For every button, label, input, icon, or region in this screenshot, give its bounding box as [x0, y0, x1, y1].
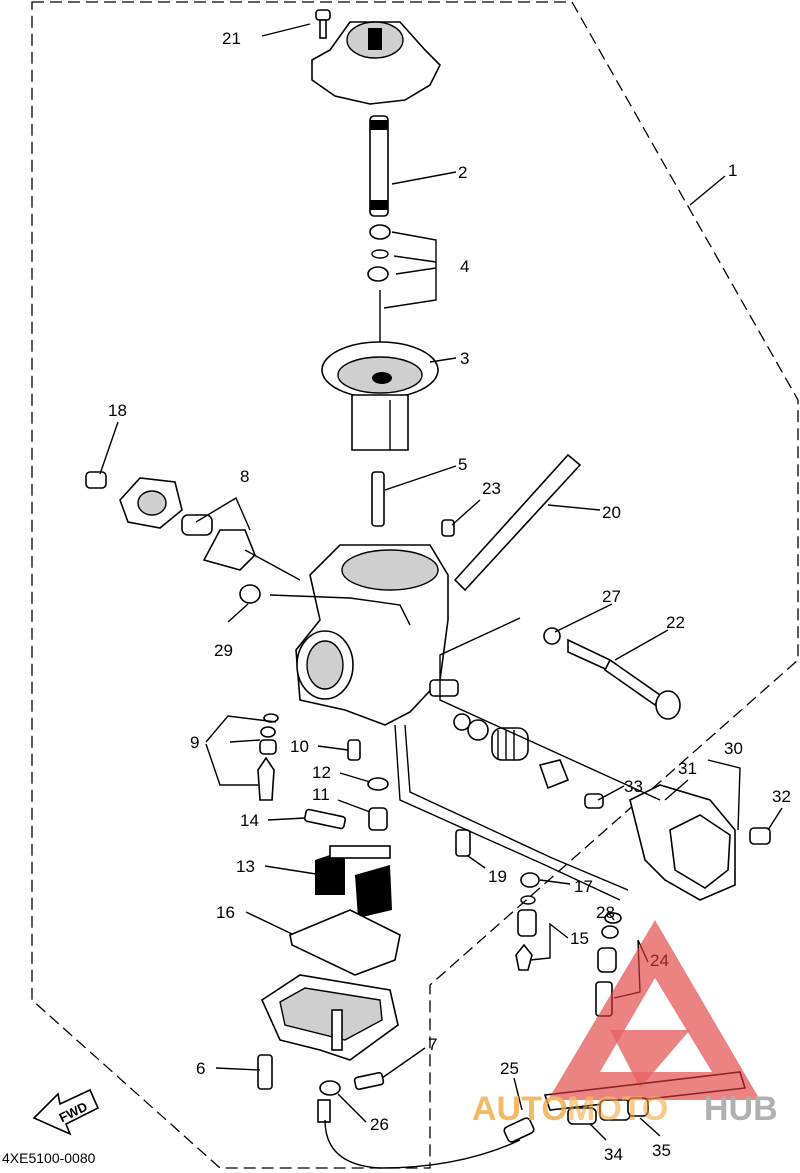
diaphragm-piston [321, 341, 439, 451]
screw-7 [353, 1071, 385, 1091]
watermark-triangle [548, 920, 760, 1100]
watermark-text-moto: MOTO [567, 1090, 668, 1128]
jet-11 [368, 807, 388, 831]
callout-27: 27 [602, 587, 621, 606]
jet-10 [347, 739, 361, 761]
callout-28: 28 [596, 903, 615, 922]
callout-32: 32 [772, 787, 791, 806]
jet-15 [515, 872, 540, 971]
valve-8 [181, 514, 301, 581]
cover-30 [629, 784, 771, 901]
hose-26 [317, 1080, 535, 1169]
callout-9: 9 [190, 733, 199, 752]
callout-23: 23 [482, 479, 501, 498]
washer-12 [367, 777, 389, 791]
callout-18: 18 [108, 401, 127, 420]
top-cover [311, 9, 441, 105]
callout-17: 17 [574, 877, 593, 896]
side-cover-18 [85, 471, 183, 529]
callout-20: 20 [602, 503, 621, 522]
callout-26: 26 [370, 1115, 389, 1134]
carburetor-body [269, 544, 459, 726]
callout-6: 6 [196, 1059, 205, 1078]
jet-holder-5 [371, 471, 385, 527]
nut-29 [239, 584, 261, 604]
needle-jet-9 [257, 713, 279, 801]
part-code: 4XE5100-0080 [2, 1150, 96, 1166]
callout-4: 4 [460, 257, 469, 276]
callout-15: 15 [570, 929, 589, 948]
screw-22 [567, 638, 681, 720]
callout-31: 31 [678, 759, 697, 778]
screw-19 [455, 829, 471, 857]
callout-30: 30 [724, 739, 743, 758]
callout-21: 21 [222, 29, 241, 48]
stem-part-2 [369, 115, 389, 217]
accelerator-spring [453, 713, 604, 809]
callout-35: 35 [652, 1141, 671, 1160]
callout-29: 29 [214, 641, 233, 660]
callout-2: 2 [458, 163, 467, 182]
callout-7: 7 [428, 1035, 437, 1054]
needle-parts-4 [367, 224, 391, 350]
callout-5: 5 [458, 455, 467, 474]
screw-6 [257, 1054, 273, 1090]
callout-labels: 1 2 3 4 5 6 7 8 9 10 11 12 13 14 15 16 1… [108, 29, 791, 1164]
callout-33: 33 [624, 777, 643, 796]
callout-16: 16 [216, 903, 235, 922]
gasket-16 [289, 909, 401, 976]
watermark-text-hub: HUB [704, 1090, 778, 1128]
hose-20 [453, 453, 582, 592]
callout-10: 10 [290, 737, 309, 756]
callout-13: 13 [236, 857, 255, 876]
screw-14 [303, 808, 347, 830]
float-bowl [260, 974, 399, 1061]
watermark-text-auto: AUTO [472, 1090, 568, 1128]
float-13 [315, 845, 392, 918]
callout-8: 8 [240, 467, 249, 486]
callout-19: 19 [488, 867, 507, 886]
callout-34: 34 [604, 1145, 623, 1164]
callout-22: 22 [666, 613, 685, 632]
callout-14: 14 [240, 811, 259, 830]
callout-25: 25 [500, 1059, 519, 1078]
callout-12: 12 [312, 763, 331, 782]
callout-3: 3 [460, 349, 469, 368]
assembly-boundary [31, 1, 799, 1169]
fwd-arrow-icon: FWD [32, 1088, 100, 1136]
callout-1: 1 [728, 161, 737, 180]
callout-11: 11 [312, 785, 330, 804]
leader-lines [99, 23, 783, 1141]
spring-23 [441, 519, 455, 537]
watermark-logo: AUTO MOTO HUB [472, 920, 778, 1128]
